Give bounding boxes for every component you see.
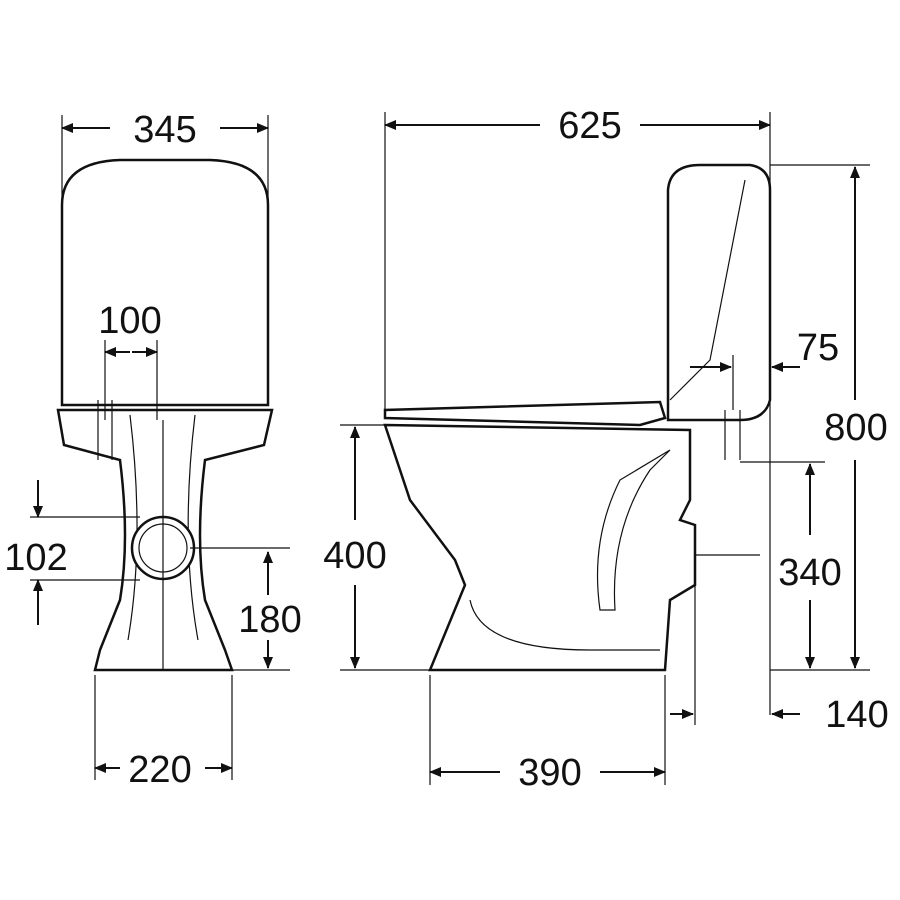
front-view bbox=[56, 158, 274, 672]
front-tank bbox=[60, 158, 270, 407]
side-bowl bbox=[383, 423, 697, 672]
side-tank bbox=[666, 163, 772, 422]
side-view bbox=[383, 163, 772, 672]
dim-overall-height: 800 bbox=[824, 407, 887, 449]
dim-base-width: 220 bbox=[128, 749, 191, 791]
dim-base-depth: 390 bbox=[518, 752, 581, 794]
dim-seat-height: 400 bbox=[323, 535, 386, 577]
dim-inlet-height: 340 bbox=[778, 552, 841, 594]
dim-overall-depth: 625 bbox=[558, 105, 621, 147]
dim-outlet-diameter: 102 bbox=[4, 537, 67, 579]
dim-outlet-height: 180 bbox=[238, 599, 301, 641]
dimension-lines bbox=[30, 112, 870, 785]
dim-front-width: 345 bbox=[133, 109, 196, 151]
dim-side-inlet-offset: 75 bbox=[797, 327, 839, 369]
dimension-labels: 345 100 102 180 220 625 75 800 400 340 1… bbox=[4, 105, 888, 794]
dim-front-inlet-offset: 100 bbox=[98, 300, 161, 342]
side-seat bbox=[383, 400, 667, 427]
dim-outlet-to-wall: 140 bbox=[825, 694, 888, 736]
